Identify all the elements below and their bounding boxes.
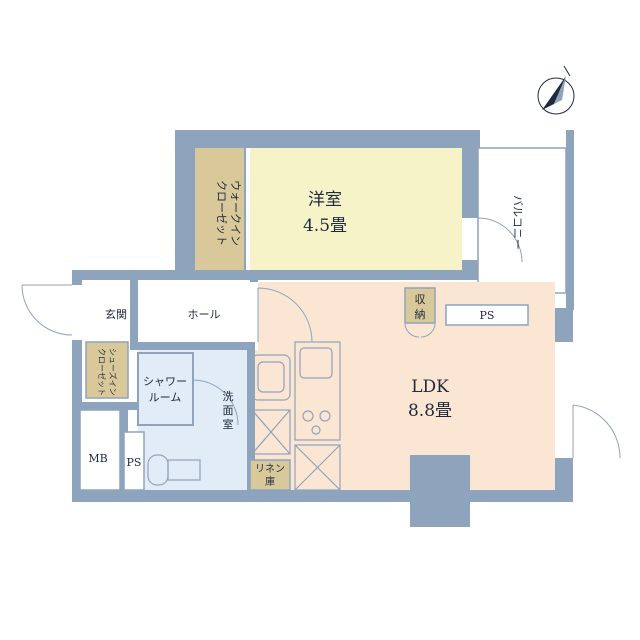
ps-top-label: PS [480,309,495,322]
ldk-size: 8.8畳 [408,401,452,421]
shoes-closet-line2: クローゼット [97,348,107,396]
ps-bottom-box [123,431,145,491]
storage-line2: 納 [415,308,426,321]
linen-closet [249,459,291,491]
washroom-line2: 面 [223,404,234,417]
doors [21,217,621,459]
hall-name: ホール [188,308,221,321]
ps-bottom-label: PS [127,456,142,469]
storage [404,287,436,324]
shoes-closet [85,341,129,399]
western-room-name: 洋室 [308,190,342,210]
ps-top-box [445,304,529,326]
entrance [82,282,130,342]
kitchen [294,341,341,491]
ldk-name: LDK [411,377,449,397]
washroom-line3: 室 [223,417,234,431]
linen-line1: リネン [255,463,285,475]
linen-line2: 庫 [265,475,275,488]
ldk [255,282,555,490]
shower-room-line1: シャワー [143,375,187,388]
walk-in-closet [195,148,245,270]
western-room-size: 4.5畳 [303,216,347,236]
hall [138,282,250,342]
walls [72,130,574,527]
mb-label: MB [88,452,107,465]
mb-box [79,409,121,491]
compass-icon [537,65,575,115]
entrance-name: 玄関 [105,307,127,321]
walk-in-closet-line1: ウォークイン [229,180,242,246]
storage-line1: 収 [415,293,426,306]
washroom-line1: 洗 [223,390,234,403]
western-room [250,148,462,270]
shower-room-line2: ルーム [149,391,182,404]
walk-in-closet-line2: クローゼット [215,180,228,246]
shoes-closet-line1: シューズイン [108,348,118,396]
washing-area [147,354,291,486]
shower-room [137,352,194,426]
balcony-name: バルコニー [511,195,524,250]
